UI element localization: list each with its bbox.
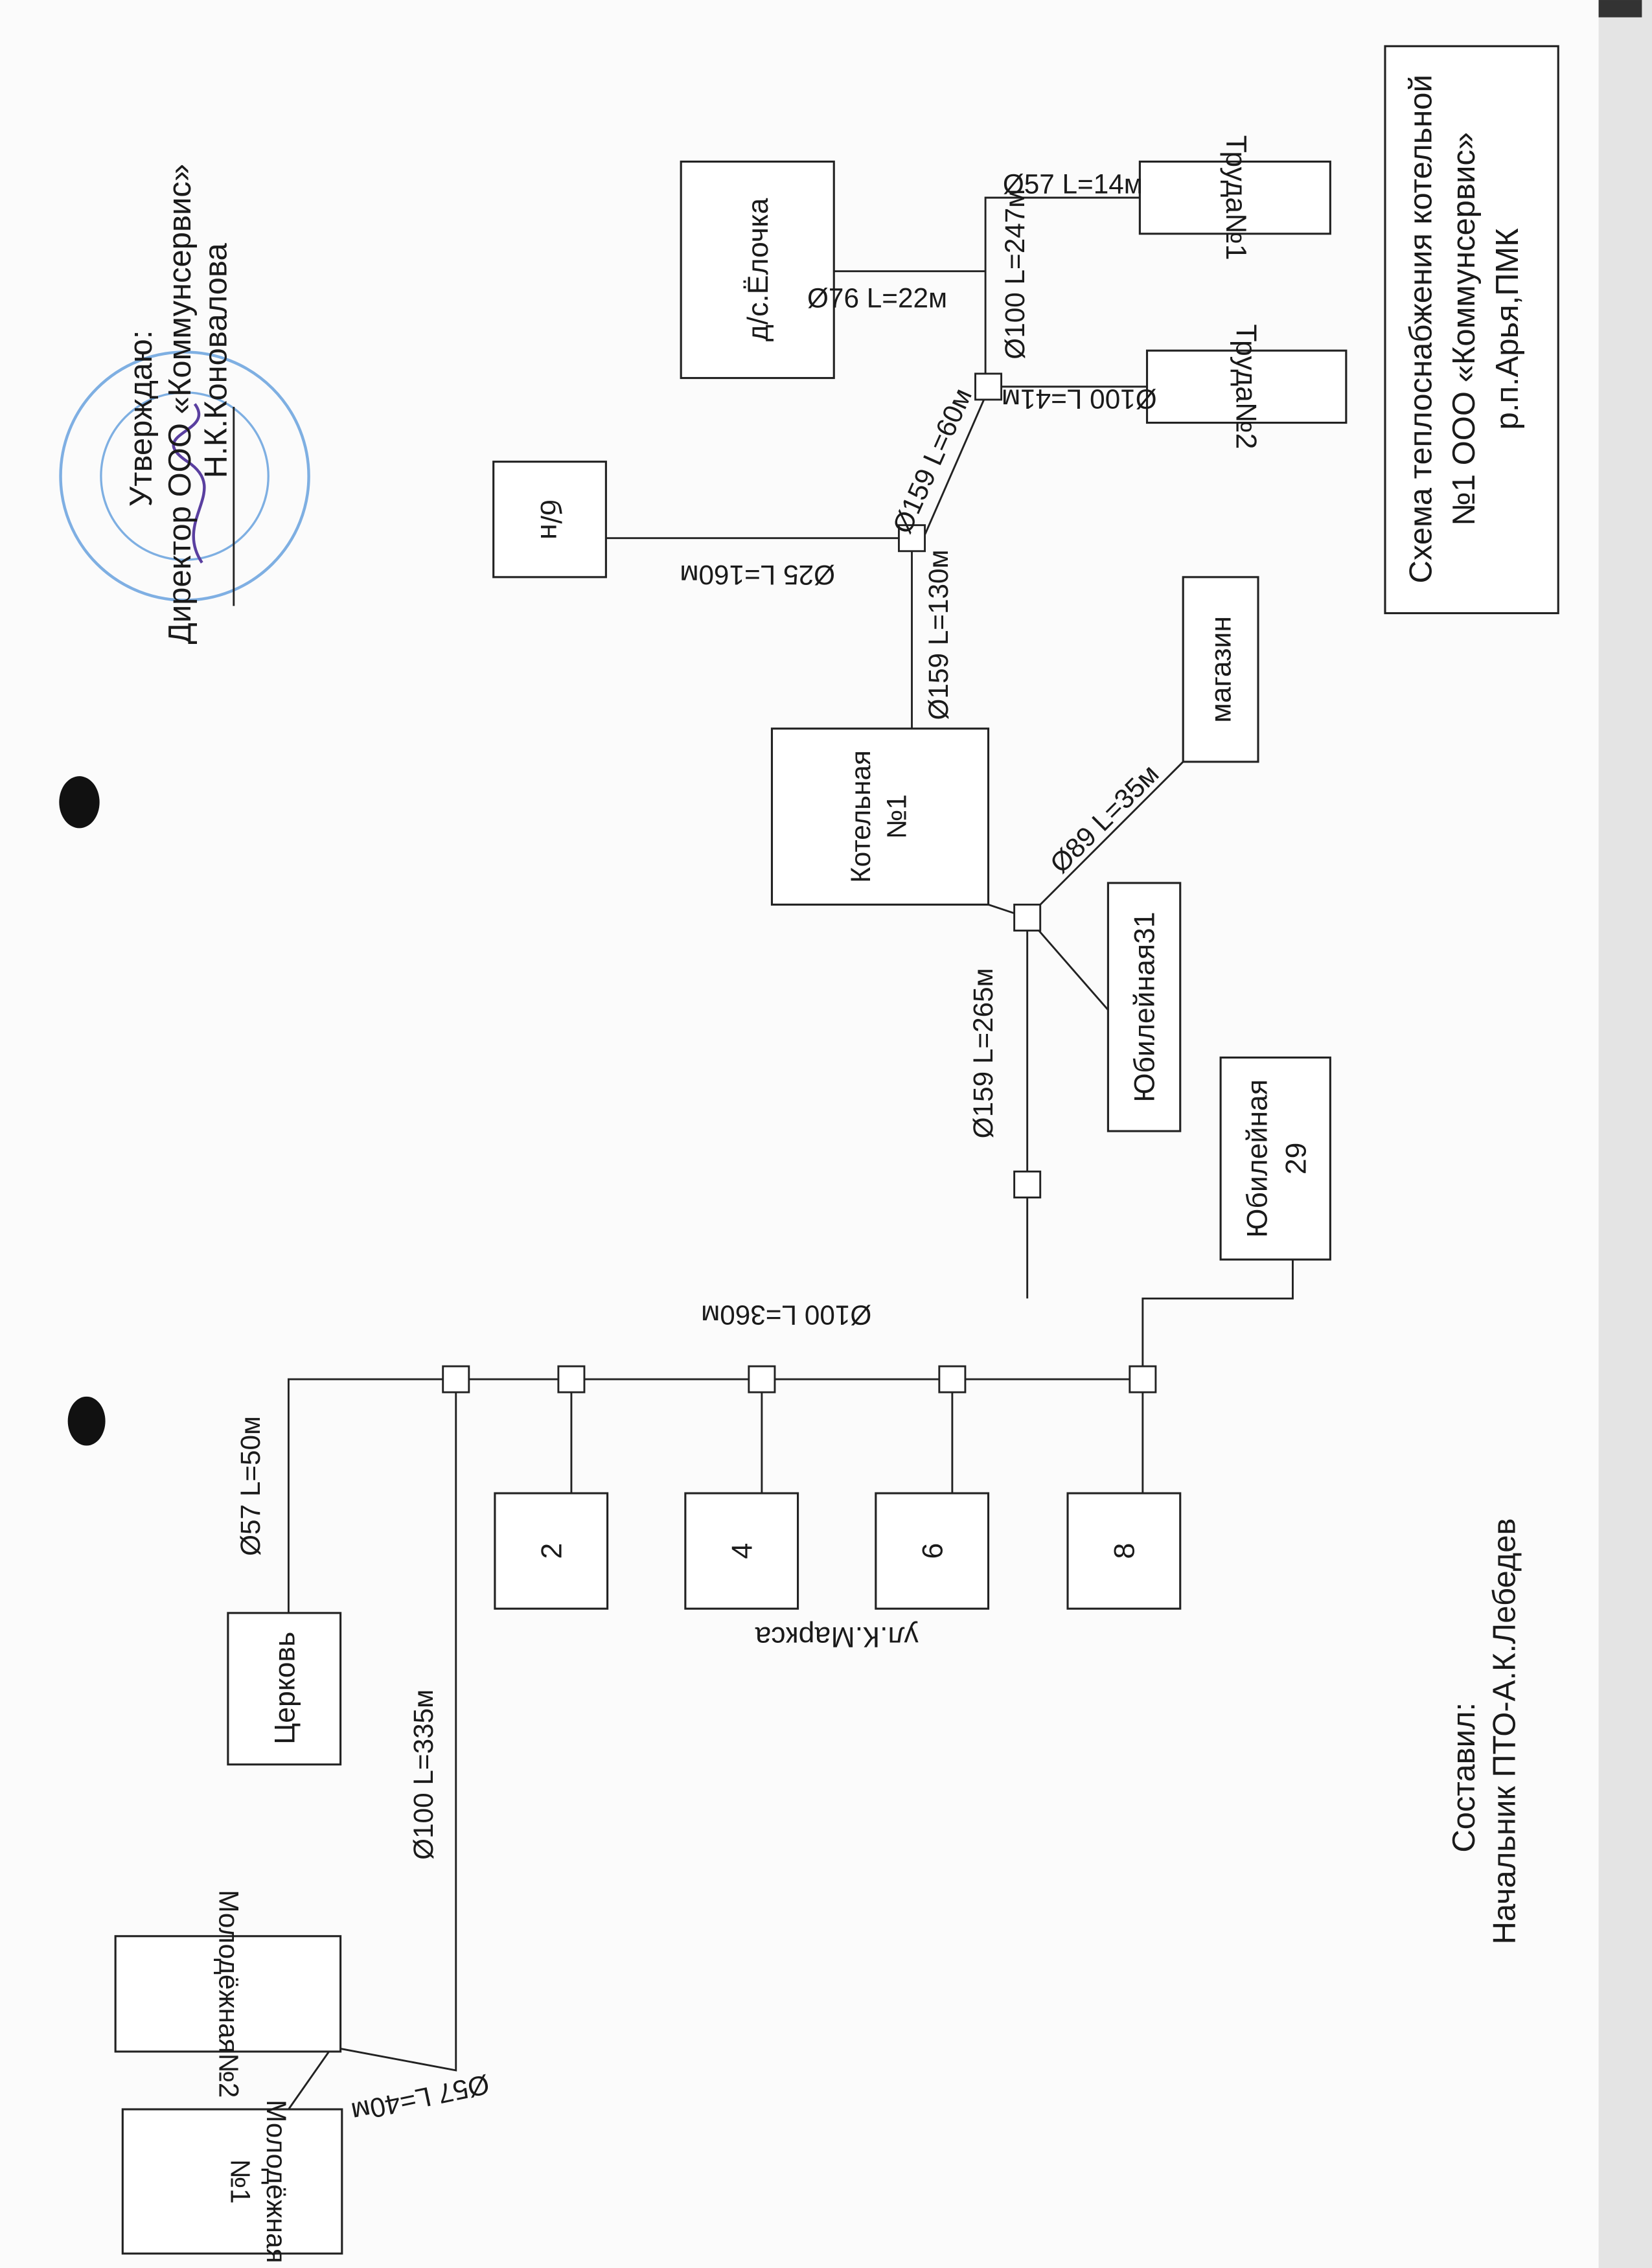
compiled-label: Составил:: [1447, 1702, 1482, 1853]
approver-name: Н.К.Коновалова: [199, 243, 234, 479]
pipe-label: Ø100 L=335м: [408, 1690, 439, 1860]
building-label: 8: [1108, 1543, 1140, 1559]
pipe-label: Ø100 L=360м: [701, 1300, 871, 1331]
building-label: б/н: [534, 499, 566, 540]
junction-node: [442, 1365, 470, 1393]
pipe-label: Ø159 L=130м: [923, 549, 954, 720]
pipe-label: Ø76 L=22м: [807, 282, 947, 313]
building-label: №1: [225, 2159, 255, 2204]
building-truda1: Труда№1: [1138, 135, 1331, 260]
pipe-label: Ø57 L=50м: [235, 1416, 266, 1556]
building-label: Котельная: [845, 750, 876, 883]
junction-node: [938, 1365, 967, 1393]
building-elochka: д/с.Ёлочка: [680, 160, 835, 380]
building-label: Труда№2: [1230, 324, 1262, 449]
junction-node: [974, 372, 1003, 401]
boiler-house-1: Котельная №1: [770, 727, 990, 906]
building-label: магазин: [1206, 616, 1237, 723]
title-line-1: Схема теплоснабжения котельной: [1403, 74, 1438, 583]
pipe-label: Ø100 L=41м: [1002, 384, 1157, 414]
signature: [172, 403, 206, 564]
building-yub29: Юбилейная 29: [1219, 1056, 1331, 1261]
pipe-label: Ø89 L=35м: [1044, 759, 1165, 879]
house-8: 8: [1066, 1492, 1182, 1610]
junction-node: [1013, 1170, 1042, 1198]
compiled-name: Начальник ПТО-А.К.Лебедев: [1487, 1518, 1522, 1945]
building-magazin: магазин: [1182, 576, 1259, 763]
scan-corner: [1598, 0, 1642, 17]
building-label: Юбилейная31: [1129, 912, 1161, 1103]
junction-node: [898, 524, 926, 553]
building-label: Юбилейная: [1241, 1079, 1273, 1237]
punch-hole: [59, 776, 100, 829]
compiled-by: Составил: Начальник ПТО-А.К.Лебедев: [1447, 1518, 1522, 1945]
pipe-label: Ø25 L=160м: [680, 560, 835, 590]
building-label: Труда№1: [1220, 135, 1252, 260]
junction-node: [1013, 903, 1042, 932]
pipe-label: Ø57 L=14м: [1003, 168, 1143, 199]
building-label: 6: [917, 1543, 948, 1559]
building-label: 29: [1281, 1143, 1313, 1175]
approve-label: Утверждаю:: [124, 330, 159, 507]
building-label: 4: [726, 1543, 758, 1559]
house-6: 6: [875, 1492, 990, 1610]
building-label: Церковь: [269, 1632, 301, 1745]
pipe-label: Ø57 L=40м: [349, 2069, 492, 2128]
pipe-label: Ø159 L=265м: [968, 968, 998, 1138]
junction-node: [557, 1365, 586, 1393]
scan-edge: [1598, 0, 1652, 2268]
pipe-labels: Ø57 L=14м Ø100 L=247м Ø76 L=22м Ø100 L=4…: [235, 168, 1165, 2127]
approval-block: Утверждаю: Директор ООО «Коммунсервис» Н…: [59, 164, 310, 644]
approver-position: Директор ООО «Коммунсервис»: [163, 164, 198, 644]
building-mol2: Молодёжная№2: [114, 1890, 342, 2098]
street-label: ул.К.Маркса: [755, 1621, 918, 1653]
punch-hole: [67, 1396, 106, 1446]
junction-node: [1129, 1365, 1157, 1393]
junctions: [442, 372, 1157, 1393]
junction-node: [748, 1365, 776, 1393]
stamp: [59, 350, 310, 602]
pipe-label: Ø100 L=247м: [1000, 189, 1030, 360]
building-label: 2: [536, 1543, 568, 1559]
house-2: 2: [494, 1492, 609, 1610]
building-label: Молодёжная№2: [214, 1890, 244, 2098]
building-mol1: Молодёжная №1: [121, 2100, 343, 2263]
title-line-2: №1 ООО «Коммунсервис»: [1447, 132, 1482, 526]
building-yub31: Юбилейная31: [1107, 882, 1182, 1132]
pipelines: [287, 196, 1294, 2110]
house-4: 4: [684, 1492, 799, 1610]
building-bn: б/н: [492, 461, 607, 578]
building-label: д/с.Ёлочка: [742, 198, 774, 342]
building-church: Церковь: [227, 1612, 342, 1766]
building-label: Молодёжная: [261, 2100, 292, 2263]
title-line-3: р.п.Арья,ПМК: [1490, 228, 1525, 430]
building-label: №1: [882, 794, 912, 839]
building-truda2: Труда№2: [1145, 324, 1348, 449]
title-block: Схема теплоснабжения котельной №1 ООО «К…: [1384, 45, 1559, 615]
pipe-label: Ø159 L=60м: [887, 384, 978, 538]
